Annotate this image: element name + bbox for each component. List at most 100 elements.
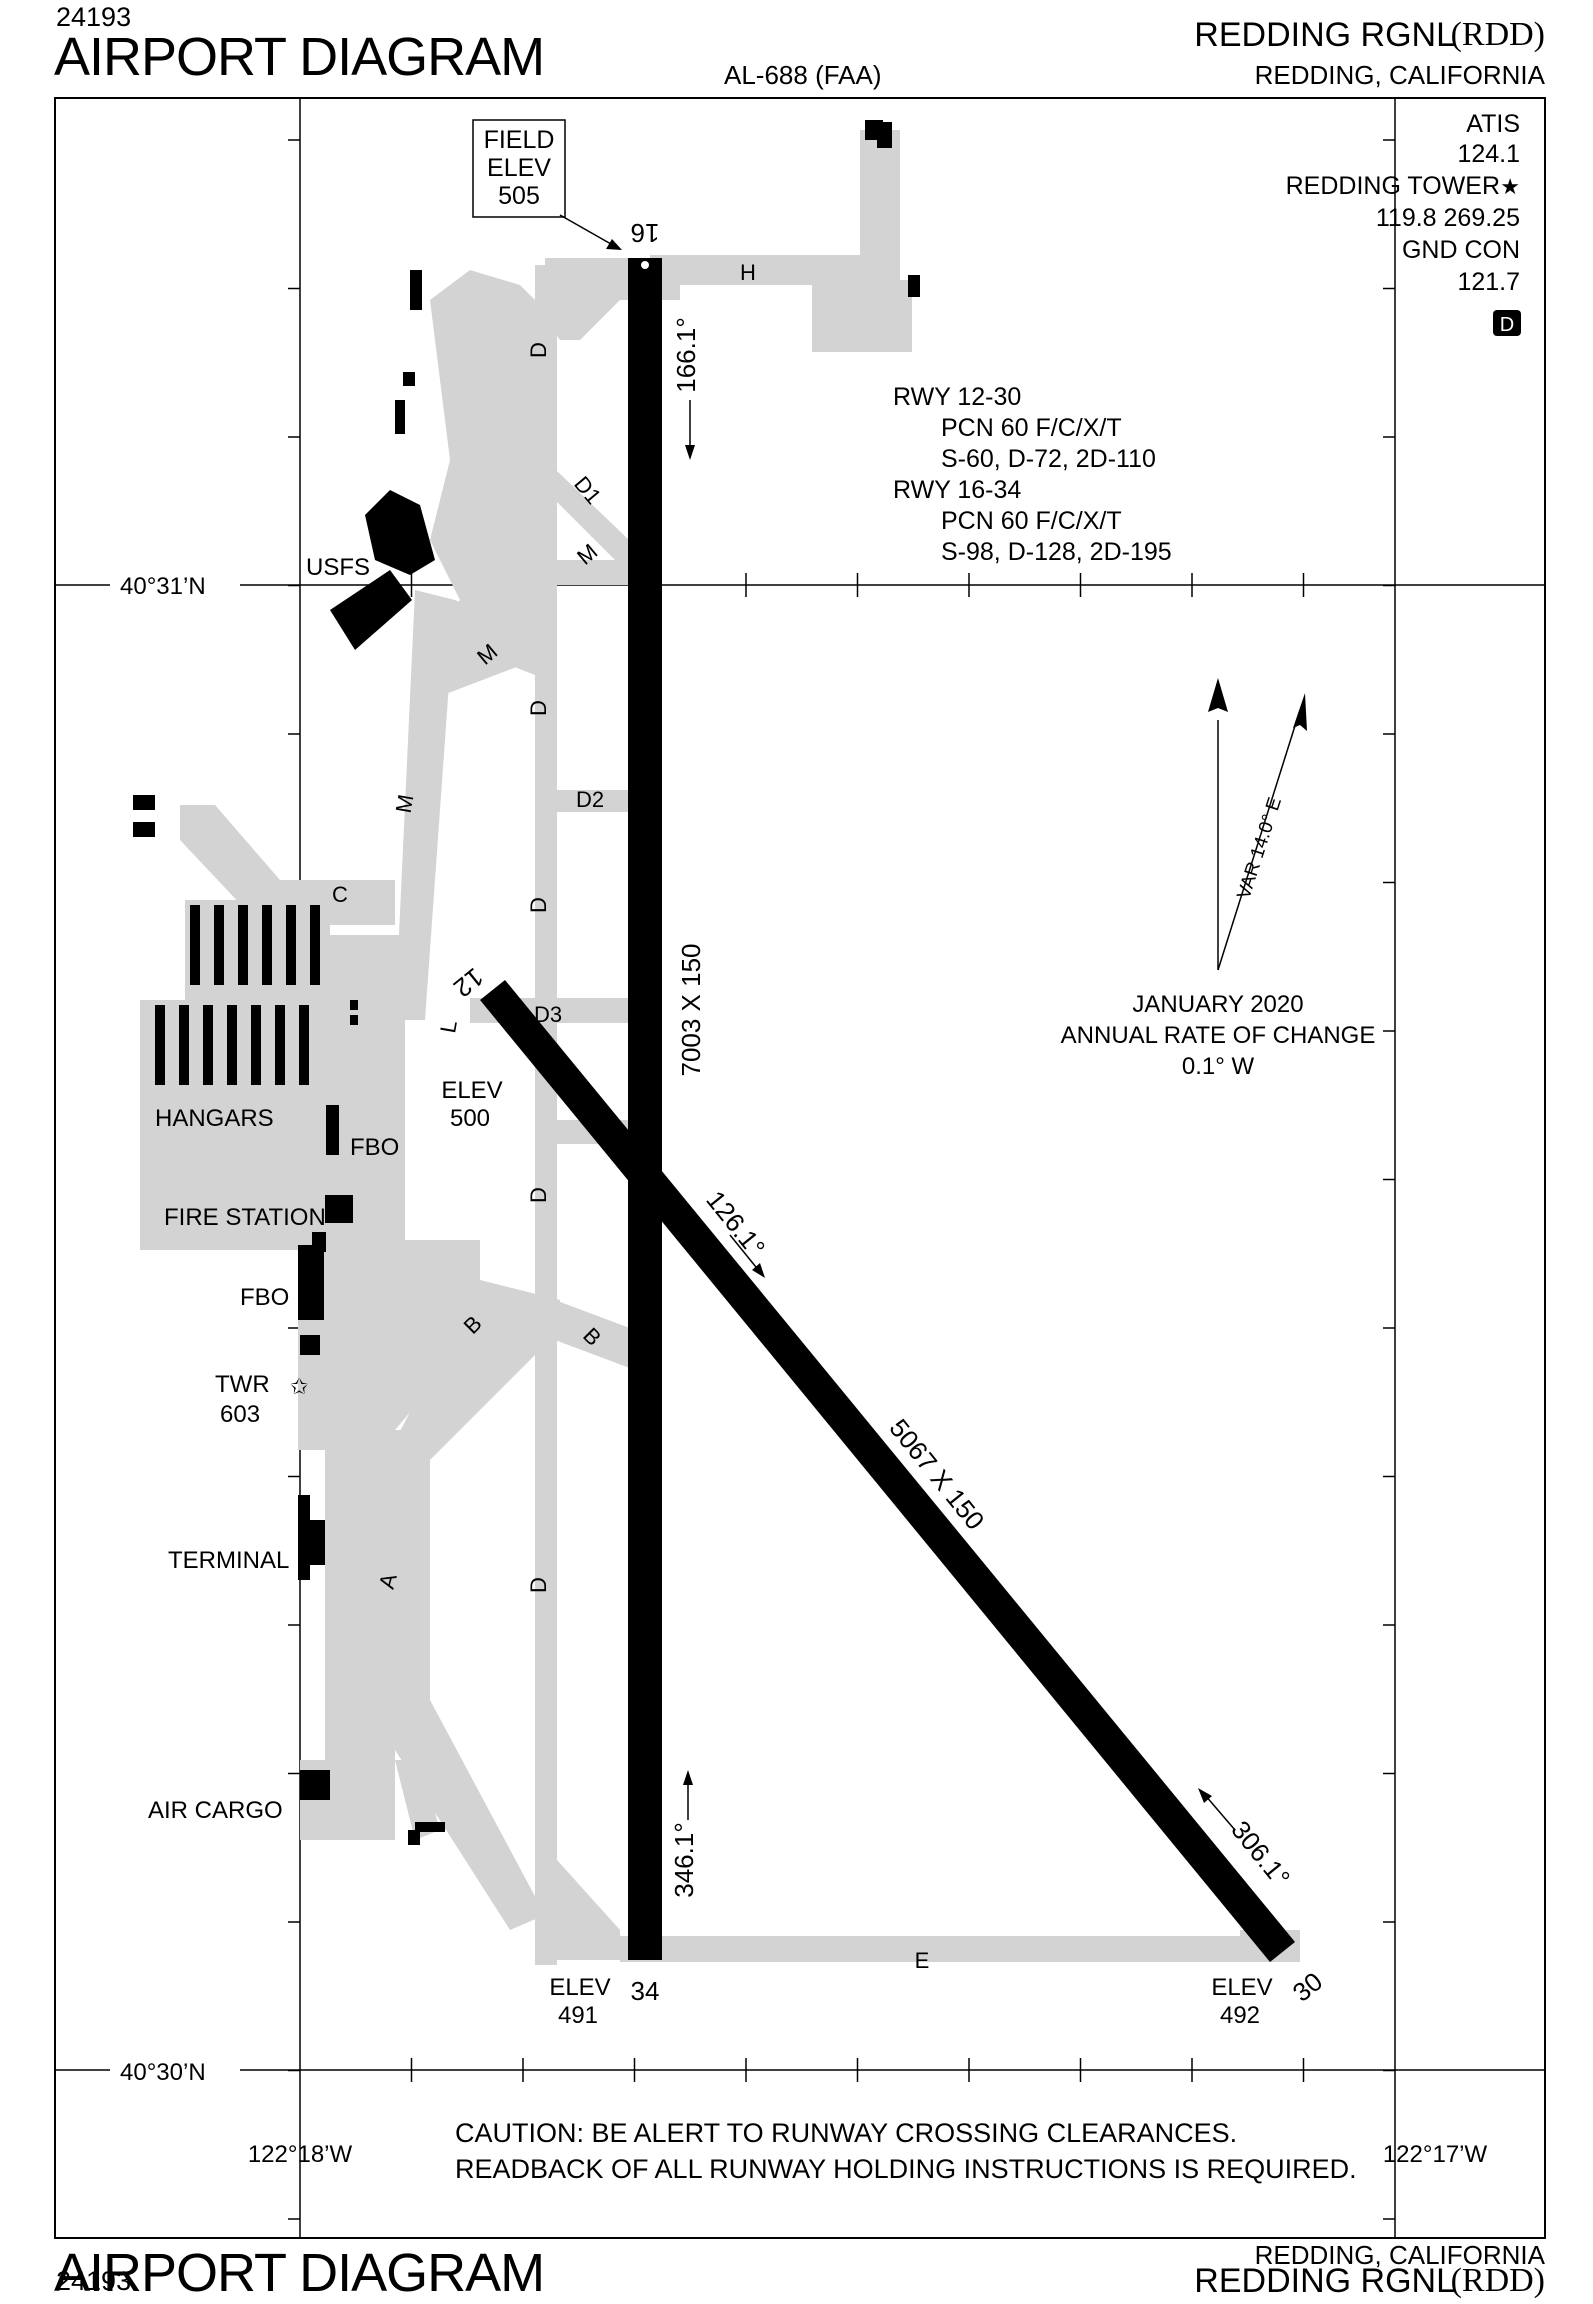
- taxiway-b-east: [555, 1300, 635, 1370]
- tower-star-icon: ✩: [290, 1374, 308, 1399]
- caution-line-1: CAUTION: BE ALERT TO RUNWAY CROSSING CLE…: [455, 2118, 1238, 2148]
- taxiway-label-d3: D3: [534, 1002, 562, 1027]
- rwy2-weights: S-98, D-128, 2D-195: [941, 538, 1172, 566]
- elev-491-label: ELEV: [549, 1974, 610, 2001]
- variation-block: VAR 14.0° E JANUARY 2020 ANNUAL RATE OF …: [1061, 678, 1376, 1080]
- label-twr-elev: 603: [220, 1401, 260, 1428]
- true-north-arrow-icon: [1208, 678, 1228, 712]
- runway-30-label: 30: [1287, 1966, 1328, 2008]
- taxiway-m: [395, 590, 455, 1020]
- field-elev-value: 505: [498, 182, 540, 210]
- building-nw-5: [133, 822, 155, 837]
- label-usfs: USFS: [306, 554, 370, 581]
- label-fire-station: FIRE STATION: [164, 1204, 326, 1231]
- apron-main: [298, 935, 480, 1840]
- header-city-state: REDDING, CALIFORNIA: [1254, 60, 1545, 90]
- runway-16-marker: [639, 259, 651, 271]
- building-usfs-1: [365, 490, 435, 575]
- caution-line-2: READBACK OF ALL RUNWAY HOLDING INSTRUCTI…: [455, 2154, 1357, 2184]
- header-airport-code: (RDD): [1450, 16, 1545, 53]
- hangar-building: [251, 1005, 261, 1085]
- label-fbo-1: FBO: [350, 1134, 399, 1161]
- apron-usfs: [420, 270, 535, 700]
- hangar-building: [214, 905, 224, 985]
- building-h-2: [877, 122, 892, 148]
- tower-freq: 119.8 269.25: [1376, 204, 1520, 232]
- building-fbo-2b: [312, 1232, 326, 1252]
- footer-airport-code: (RDD): [1450, 2262, 1545, 2299]
- building-cargo-1: [415, 1822, 445, 1832]
- magnetic-north-line: [1217, 709, 1301, 971]
- runway-34-label: 34: [631, 1976, 660, 2006]
- building-cargo-3: [350, 1000, 358, 1010]
- building-nw-3: [395, 400, 405, 434]
- label-twr: TWR: [215, 1371, 270, 1398]
- taxiway-label-m-3: M: [391, 793, 419, 815]
- comms-block: ATIS 124.1 REDDING TOWER ★ 119.8 269.25 …: [1286, 110, 1521, 336]
- taxiway-a: [395, 1430, 545, 1930]
- taxiway-label-e: E: [915, 1948, 930, 1973]
- header-title: AIRPORT DIAGRAM: [54, 27, 545, 87]
- elev-500-value: 500: [450, 1105, 490, 1132]
- heading-166: 166.1°: [671, 317, 701, 392]
- taxiway-c: [180, 805, 395, 925]
- taxiway-b-west: [390, 1280, 560, 1470]
- taxiway-label-a: A: [374, 1570, 402, 1591]
- hangar-building: [286, 905, 296, 985]
- procedure-id: AL-688 (FAA): [724, 60, 882, 90]
- gnd-label: GND CON: [1402, 236, 1520, 264]
- lon-left: 122°18’W: [248, 2141, 353, 2168]
- rwy2-label: RWY 16-34: [893, 476, 1021, 504]
- apron-h-stub: [860, 150, 890, 195]
- building-usfs-2: [330, 570, 412, 650]
- hangar-building: [179, 1005, 189, 1085]
- elevation-labels: ELEV 500 ELEV 491 ELEV 492: [441, 1077, 1272, 2029]
- building-terminal: [298, 1495, 325, 1580]
- star-icon: ★: [1500, 174, 1520, 199]
- taxiway-label-d-1: D: [526, 342, 551, 358]
- hangar-building: [203, 1005, 213, 1085]
- runway-16-34-dims: 7003 X 150: [676, 943, 706, 1076]
- runway-12-label: 12: [448, 962, 489, 1004]
- taxiway-label-d2: D2: [576, 787, 604, 812]
- building-nw-1: [410, 270, 422, 310]
- building-twr-adj: [300, 1335, 320, 1355]
- d-atis-badge: D: [1500, 314, 1514, 336]
- coord-labels: 40°31’N 40°30’N 122°18’W 122°17’W: [110, 570, 1488, 2168]
- hangar-building: [238, 905, 248, 985]
- building-air-cargo: [300, 1770, 330, 1800]
- apron-cargo-stub: [395, 1760, 440, 1840]
- rwy2-pcn: PCN 60 F/C/X/T: [941, 507, 1122, 535]
- hangar-building: [190, 905, 200, 985]
- hangar-building: [262, 905, 272, 985]
- hangar-building: [275, 1005, 285, 1085]
- footer-city-state: REDDING, CALIFORNIA: [1254, 2240, 1545, 2270]
- taxiway-label-d-5: D: [526, 1577, 551, 1593]
- var-rate-label: ANNUAL RATE OF CHANGE: [1061, 1022, 1376, 1049]
- field-elev-box: FIELD ELEV 505: [472, 119, 622, 250]
- rwy1-label: RWY 12-30: [893, 383, 1021, 411]
- hangar-building: [299, 1005, 309, 1085]
- taxiway-label-l: L: [435, 1018, 462, 1034]
- building-cargo-2: [408, 1830, 420, 1845]
- building-nw-4: [133, 795, 155, 810]
- var-date: JANUARY 2020: [1132, 991, 1303, 1018]
- taxiway-d2: [540, 790, 640, 812]
- field-elev-line1: FIELD: [484, 126, 555, 154]
- label-air-cargo: AIR CARGO: [148, 1797, 283, 1824]
- atis-label: ATIS: [1466, 110, 1520, 138]
- runway-info-block: RWY 12-30 PCN 60 F/C/X/T S-60, D-72, 2D-…: [893, 383, 1172, 566]
- building-fbo-1: [326, 1105, 339, 1155]
- rwy1-weights: S-60, D-72, 2D-110: [941, 445, 1156, 473]
- runway-16-label: 16: [631, 218, 660, 248]
- footer-doc-number: 24193: [56, 2266, 132, 2296]
- gnd-freq: 121.7: [1457, 268, 1520, 296]
- taxiway-label-h: H: [740, 260, 756, 285]
- hangar-building: [227, 1005, 237, 1085]
- building-fbo-2: [298, 1245, 324, 1320]
- header-airport-name: REDDING RGNL: [1194, 16, 1455, 54]
- taxiway-e: [620, 1936, 1300, 1962]
- map-frame: [54, 97, 1546, 2239]
- facility-labels: USFS HANGARS FBO FIRE STATION FBO TWR 60…: [148, 554, 399, 1824]
